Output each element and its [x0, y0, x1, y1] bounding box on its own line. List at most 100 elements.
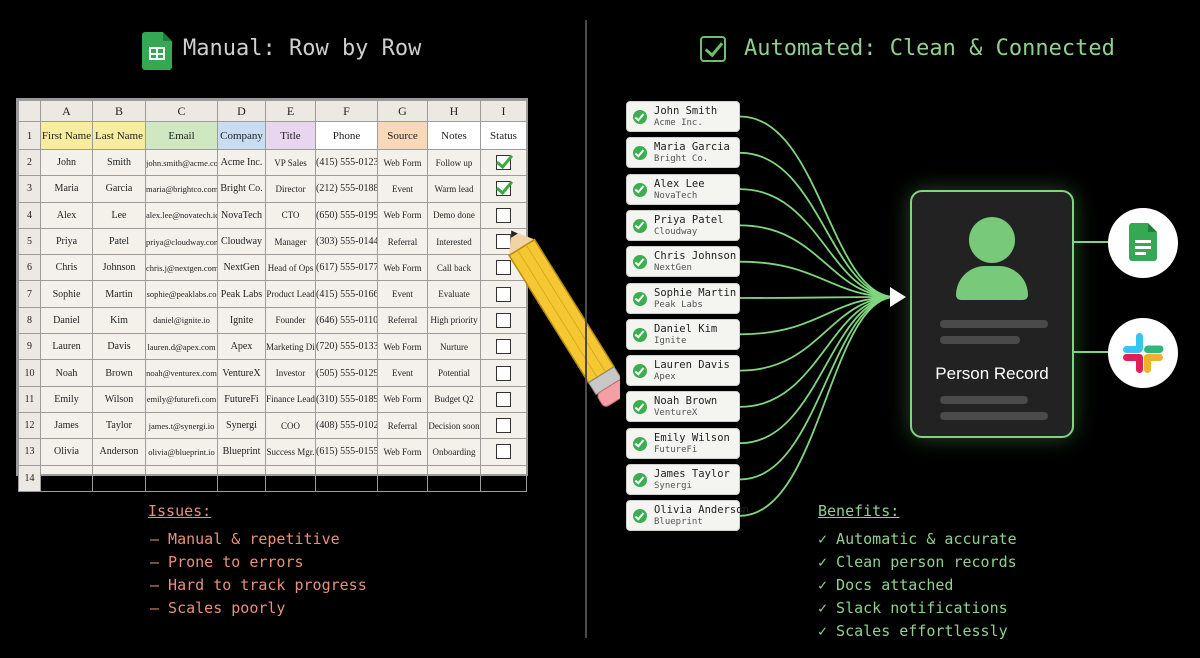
- table-cell[interactable]: [92, 464, 146, 492]
- table-cell[interactable]: [40, 464, 93, 492]
- table-cell[interactable]: Decision soon: [427, 411, 481, 440]
- table-cell[interactable]: FutureFi: [217, 385, 266, 413]
- check-circle-icon: [633, 110, 647, 124]
- slack-app: [1108, 318, 1178, 388]
- check-circle-icon: [633, 182, 647, 197]
- table-cell[interactable]: [265, 464, 316, 492]
- status-checkbox[interactable]: [496, 207, 511, 223]
- table-row: 14: [18, 464, 527, 492]
- table-cell[interactable]: [217, 464, 266, 492]
- column-header: D: [217, 100, 266, 122]
- status-checkbox[interactable]: [496, 391, 511, 407]
- contact-company: Blueprint: [654, 517, 703, 528]
- table-cell[interactable]: [427, 464, 481, 492]
- column-header: E: [265, 100, 316, 122]
- table-cell[interactable]: Taylor: [92, 411, 146, 440]
- table-cell[interactable]: [377, 464, 428, 492]
- contact-name: Maria Garcia: [654, 141, 730, 154]
- status-checkbox[interactable]: [496, 155, 511, 171]
- issue-item: – Manual & repetitive: [150, 530, 340, 548]
- table-cell[interactable]: Founder: [265, 306, 316, 335]
- header-cell: Source: [377, 121, 428, 150]
- table-cell[interactable]: chris.j@nextgen.com: [145, 254, 218, 282]
- table-cell[interactable]: [145, 464, 218, 492]
- benefit-item: ✓ Clean person records: [818, 553, 1017, 571]
- table-cell[interactable]: Garcia: [92, 175, 146, 203]
- status-checkbox[interactable]: [496, 312, 511, 328]
- status-checkbox[interactable]: [496, 260, 511, 276]
- table-cell[interactable]: Maria: [40, 175, 93, 203]
- table-cell[interactable]: Web Form: [377, 438, 428, 466]
- table-cell[interactable]: (415) 555-0166: [315, 280, 378, 308]
- status-checkbox[interactable]: [496, 286, 511, 302]
- table-cell[interactable]: Smith: [92, 148, 146, 177]
- table-cell[interactable]: Johnson: [92, 254, 146, 282]
- google-docs-app: [1108, 208, 1178, 278]
- benefit-item: ✓ Slack notifications: [818, 599, 1008, 617]
- table-cell[interactable]: Priya: [40, 227, 93, 256]
- table-cell[interactable]: Manager: [265, 227, 316, 256]
- table-cell[interactable]: Success Mgr.: [265, 438, 316, 466]
- table-cell[interactable]: Web Form: [377, 385, 428, 413]
- table-cell[interactable]: Apex: [217, 333, 266, 361]
- flow-line: [739, 296, 896, 481]
- flow-line: [739, 115, 896, 298]
- table-cell[interactable]: (505) 555-0129: [315, 359, 378, 387]
- header-cell: Company: [217, 121, 266, 150]
- contact-company: Acme Inc.: [654, 118, 703, 128]
- check-circle-icon: [633, 473, 647, 487]
- table-cell[interactable]: Demo done: [427, 201, 481, 229]
- table-cell[interactable]: Warm lead: [427, 175, 481, 203]
- table-cell[interactable]: olivia@blueprint.io: [145, 438, 218, 466]
- table-cell[interactable]: (615) 555-0155: [315, 438, 378, 466]
- table-cell[interactable]: Kim: [92, 306, 146, 335]
- table-cell[interactable]: Referral: [377, 227, 428, 256]
- status-checkbox[interactable]: [496, 365, 511, 381]
- table-cell[interactable]: Nurture: [427, 333, 481, 361]
- check-circle-icon: [633, 146, 647, 161]
- table-cell[interactable]: Director: [265, 175, 316, 203]
- status-checkbox[interactable]: [496, 339, 511, 355]
- header-cell: Phone: [315, 121, 378, 150]
- manual-title: Manual: Row by Row: [183, 36, 422, 61]
- placeholder-bar: [940, 336, 1020, 344]
- issues-title: Issues:: [148, 502, 212, 520]
- table-cell[interactable]: Peak Labs: [217, 280, 266, 308]
- table-cell[interactable]: emily@futurefi.com: [145, 385, 218, 413]
- status-checkbox[interactable]: [496, 181, 511, 197]
- table-cell[interactable]: COO: [265, 411, 316, 440]
- table-cell[interactable]: Brown: [92, 359, 146, 387]
- table-cell[interactable]: Ignite: [217, 306, 266, 335]
- table-cell[interactable]: (303) 555-0144: [315, 227, 378, 256]
- table-cell[interactable]: Olivia: [40, 438, 93, 466]
- checkbox-icon: [700, 36, 726, 62]
- contact-name: Alex Lee: [654, 177, 705, 190]
- table-cell[interactable]: alex.lee@novatech.io: [145, 201, 218, 229]
- placeholder-bar: [940, 412, 1048, 420]
- table-cell[interactable]: (646) 555-0110: [315, 306, 378, 335]
- row-number: 13: [18, 438, 41, 466]
- table-cell[interactable]: [480, 464, 527, 492]
- flow-line: [739, 296, 896, 372]
- table-cell[interactable]: Onboarding: [427, 438, 481, 466]
- table-cell[interactable]: Budget Q2: [427, 385, 481, 413]
- table-cell[interactable]: Referral: [377, 306, 428, 335]
- benefit-item: ✓ Scales effortlessly: [818, 622, 1008, 640]
- table-cell[interactable]: Lauren: [40, 333, 93, 361]
- table-cell[interactable]: Event: [377, 175, 428, 203]
- check-circle-icon: [633, 364, 647, 379]
- contact-company: FutureFi: [654, 444, 698, 455]
- table-cell[interactable]: Head of Ops: [265, 254, 316, 282]
- status-checkbox[interactable]: [496, 418, 511, 434]
- table-cell[interactable]: noah@venturex.com: [145, 359, 218, 387]
- table-cell[interactable]: sophie@peaklabs.co: [145, 280, 218, 308]
- table-cell[interactable]: Lee: [92, 201, 146, 229]
- status-checkbox[interactable]: [496, 444, 511, 460]
- flow-line: [739, 296, 896, 445]
- status-cell: [480, 333, 527, 361]
- table-cell[interactable]: [315, 464, 378, 492]
